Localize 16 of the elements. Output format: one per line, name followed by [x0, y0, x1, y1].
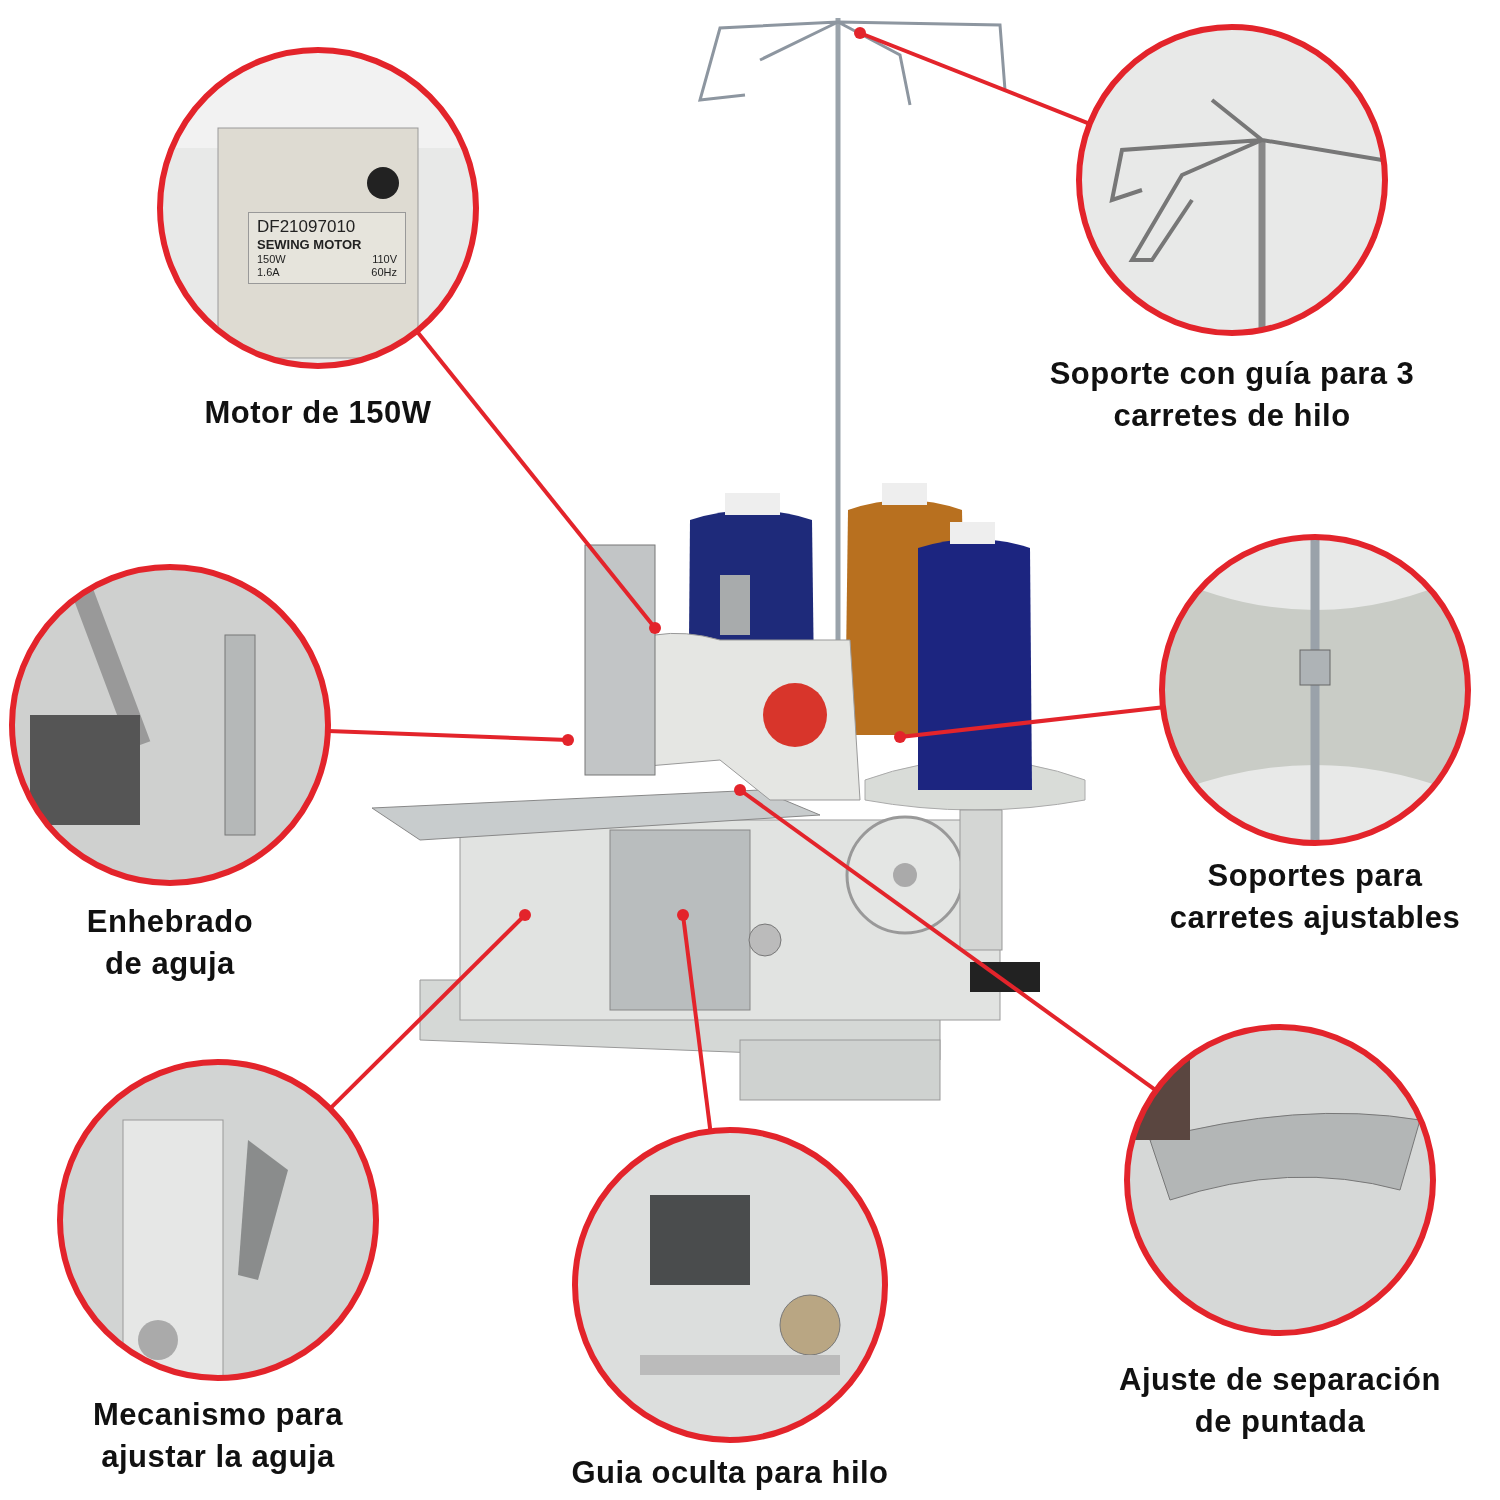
plate-text: 60Hz — [371, 266, 397, 280]
callout-label: Soportes para carretes ajustables — [1168, 857, 1462, 937]
plate-text: 1.6A — [257, 266, 280, 280]
callout-label: Mecanismo para ajustar la aguja — [92, 1396, 344, 1476]
plate-text: DF21097010 — [257, 217, 357, 238]
plate-text: SEWING MOTOR — [257, 237, 363, 253]
callout-label: Soporte con guía para 3 carretes de hilo — [1048, 355, 1416, 435]
plate-text: 110V — [372, 253, 397, 267]
leader-line — [734, 784, 1158, 1093]
leader-line — [328, 909, 531, 1111]
callout-label: Enhebrado de aguja — [85, 903, 255, 983]
plate-text: 150W — [257, 253, 286, 267]
callout-label: Motor de 150W — [203, 394, 433, 432]
callout-label: Ajuste de separación de puntada — [1118, 1361, 1442, 1441]
callout-label: Guia oculta para hilo — [570, 1454, 890, 1492]
leader-line — [677, 909, 713, 1132]
